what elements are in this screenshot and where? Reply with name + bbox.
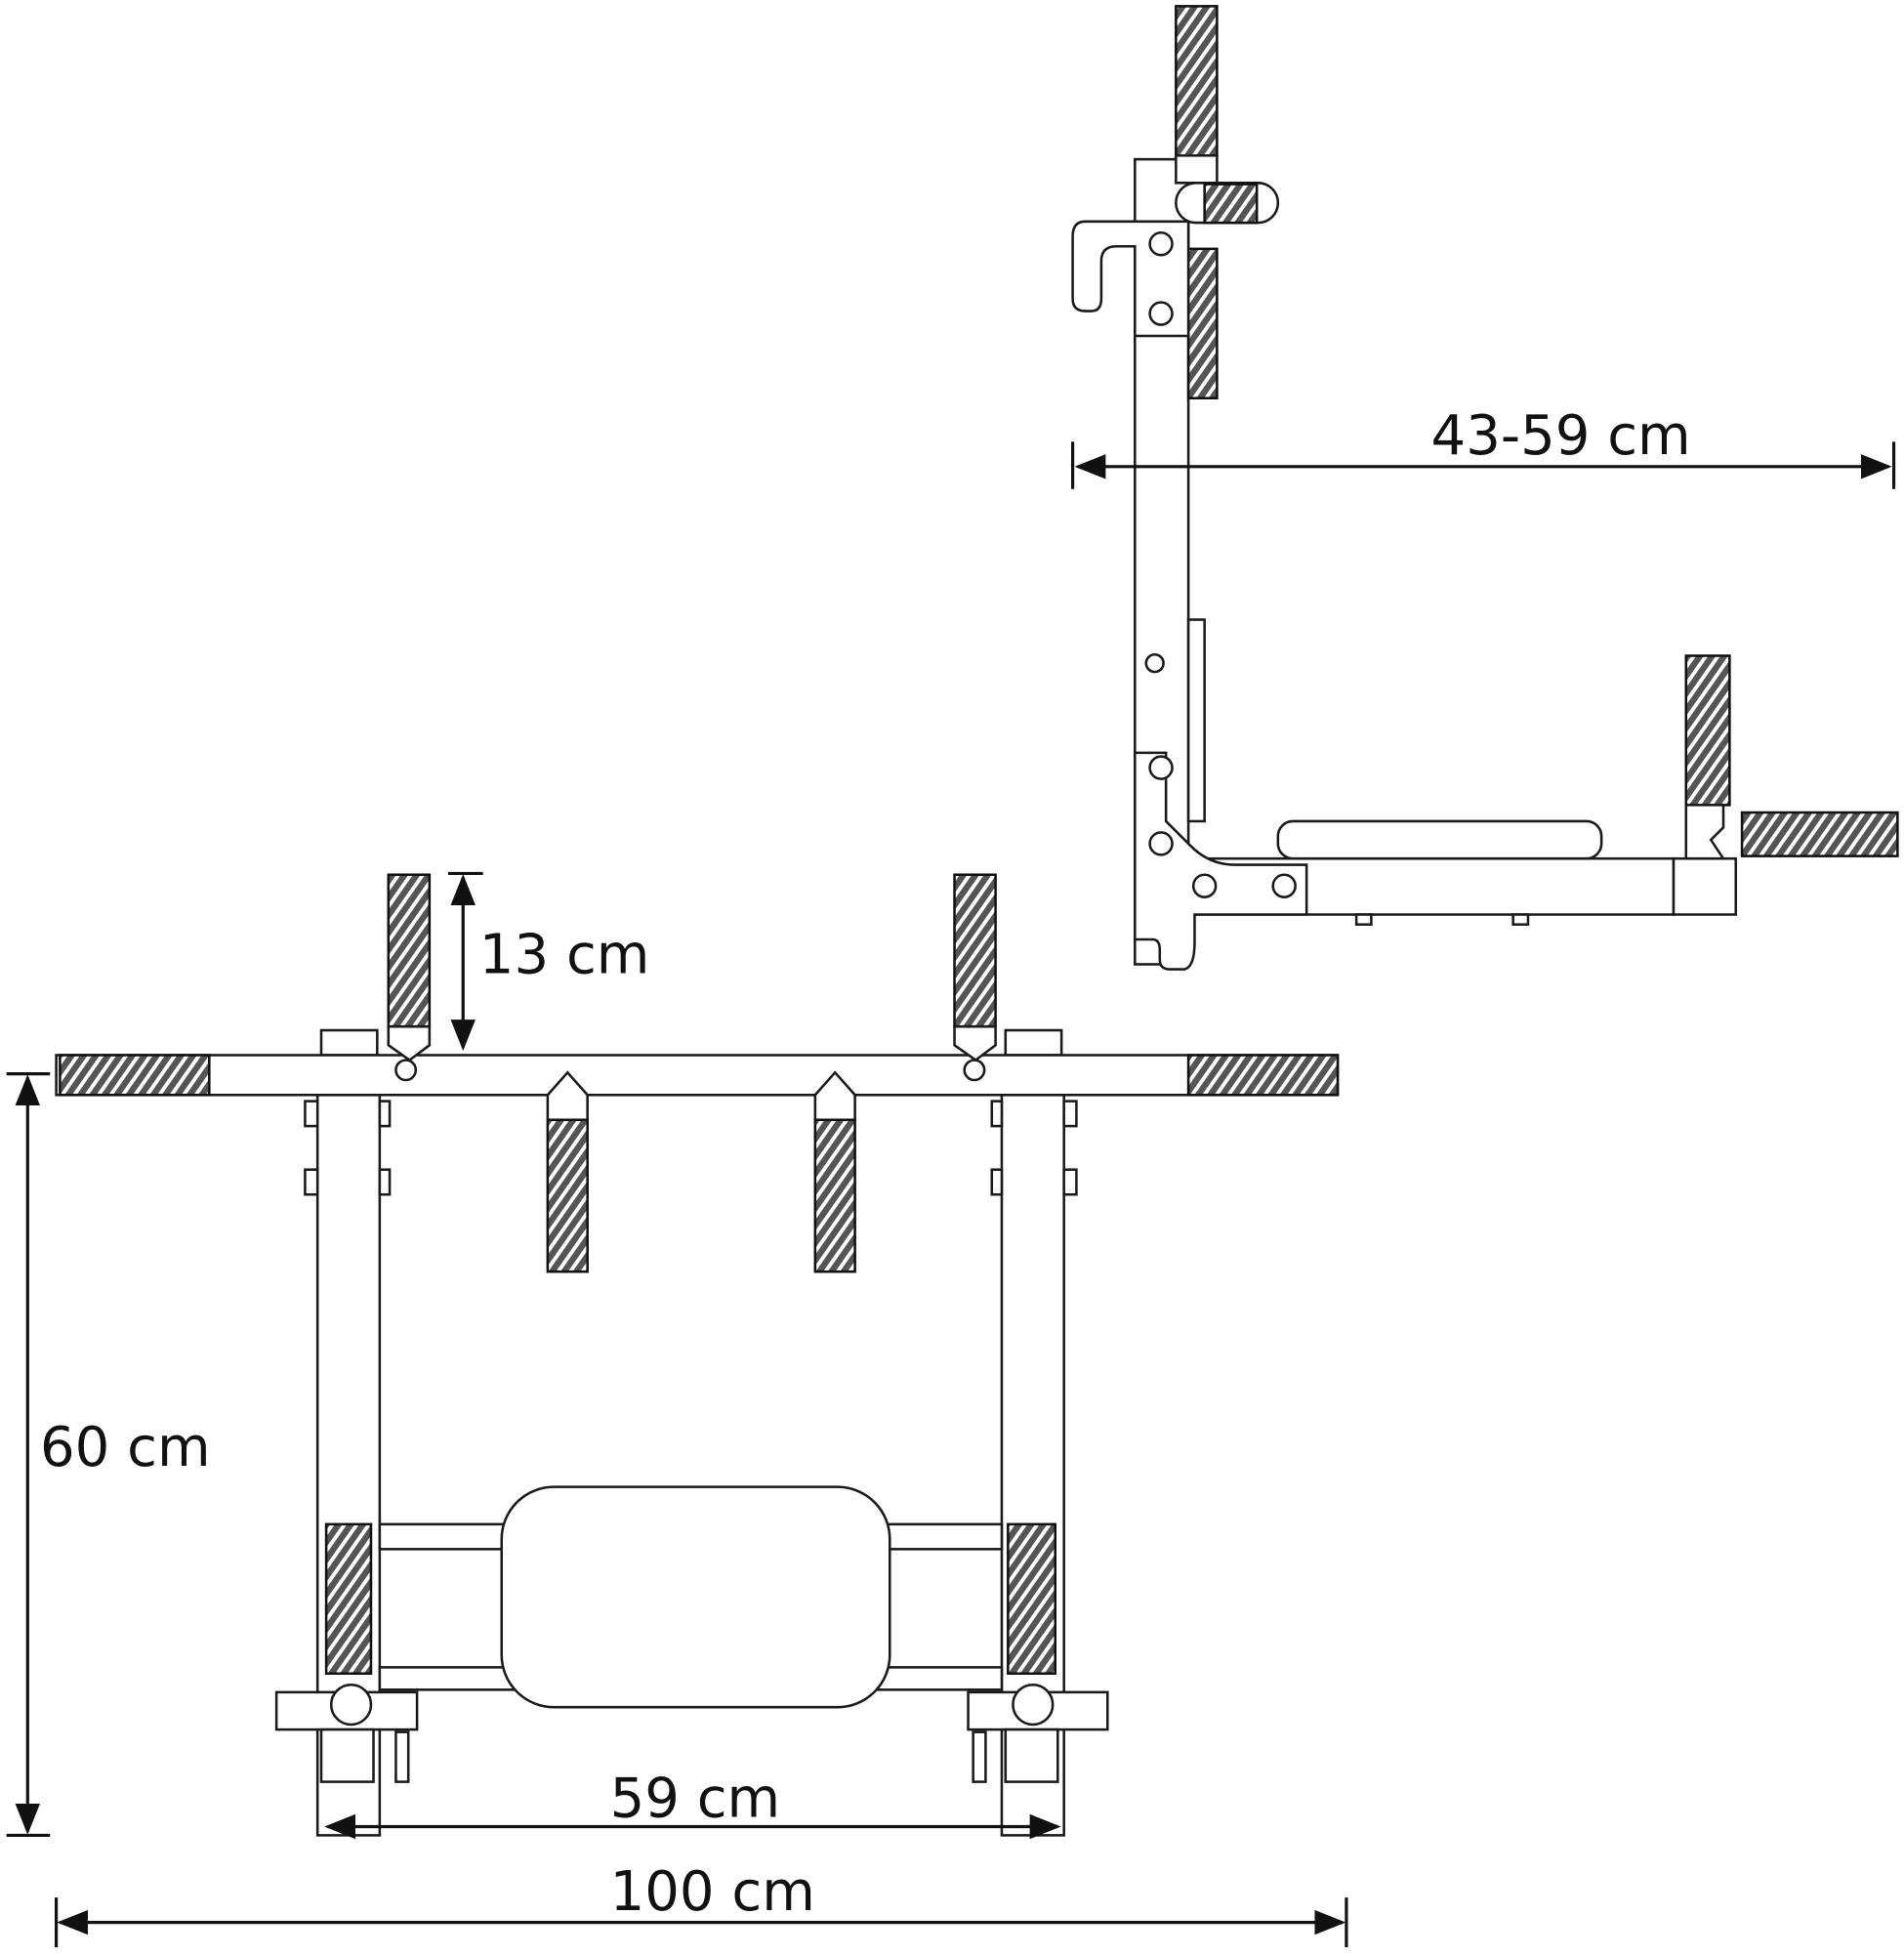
hook-plate-bottom	[1134, 751, 1308, 971]
top-cap-right	[1004, 1028, 1063, 1057]
lower-left-grip	[546, 1118, 589, 1273]
bolt	[990, 1100, 1004, 1128]
grip-height-label: 13 cm	[479, 923, 650, 986]
total-width-label: 100 cm	[610, 1860, 815, 1924]
bolt	[1511, 913, 1530, 926]
hole	[1148, 831, 1174, 856]
pin	[394, 1059, 418, 1082]
grip-holder	[953, 1024, 997, 1062]
bolt	[990, 1168, 1004, 1196]
side-view: 43-59 cm	[1071, 5, 1899, 971]
mount-block	[319, 1727, 375, 1783]
left-bar-grip	[59, 1054, 211, 1097]
bolt	[378, 1100, 392, 1128]
mount-block	[1004, 1727, 1059, 1783]
grip-holder	[1684, 804, 1726, 860]
bolt	[394, 1730, 410, 1783]
hole	[1271, 873, 1297, 898]
side-horizontal-grip	[1740, 811, 1899, 857]
bolt	[1062, 1100, 1078, 1128]
bolt	[1354, 913, 1373, 926]
side-vertical-grip	[1684, 654, 1731, 807]
pivot	[329, 1683, 373, 1727]
bolt	[304, 1168, 319, 1196]
knob-grip	[1203, 183, 1259, 225]
hole	[1144, 652, 1165, 674]
right-side-grip	[1007, 1522, 1057, 1676]
pin	[963, 1059, 986, 1082]
grip-holder	[387, 1024, 432, 1062]
side-upper-grip	[1186, 247, 1219, 400]
bolt	[1062, 1168, 1078, 1196]
top-bar	[55, 1054, 1340, 1097]
hole	[1148, 230, 1174, 257]
grip-holder	[1175, 153, 1219, 185]
bolt	[378, 1168, 392, 1196]
back-pad	[500, 1485, 891, 1709]
back-plate	[1186, 618, 1206, 823]
pivot	[1012, 1683, 1055, 1727]
hole	[1148, 301, 1174, 326]
left-side-grip	[324, 1522, 373, 1676]
height-label: 60 cm	[40, 1416, 211, 1479]
inner-width-label: 59 cm	[610, 1767, 781, 1830]
upper-left-grip	[387, 873, 432, 1028]
arm-end	[1672, 856, 1738, 916]
hole	[1148, 755, 1174, 780]
lower-right-grip	[813, 1118, 856, 1273]
bolt	[304, 1100, 319, 1128]
side-top-grip	[1175, 5, 1219, 157]
right-bar-grip	[1186, 1054, 1340, 1097]
depth-label: 43-59 cm	[1431, 404, 1691, 468]
side-pad	[1276, 819, 1603, 860]
upper-right-grip	[953, 873, 997, 1028]
top-cap-left	[319, 1028, 379, 1057]
front-view: 13 cm 60 cm 59 cm 100 cm	[6, 871, 1348, 1948]
bolt	[972, 1730, 987, 1783]
hole	[1191, 873, 1218, 898]
